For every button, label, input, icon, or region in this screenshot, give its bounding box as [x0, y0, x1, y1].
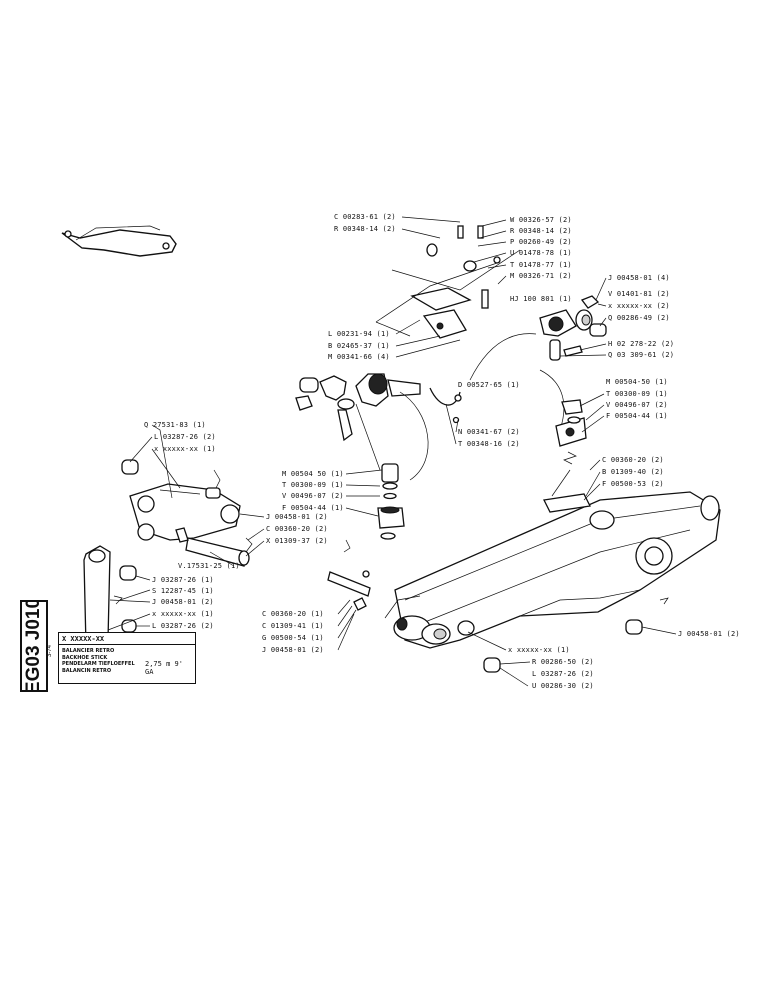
center-fitting-stack: [377, 463, 405, 540]
right-pivot-assembly: [469, 295, 607, 431]
part-label: L 00231-94 (1): [328, 330, 390, 338]
part-label: J 00458-01 (2): [152, 598, 214, 606]
part-label: T 00300-09 (1): [282, 481, 344, 489]
part-label: F 00500-53 (2): [602, 480, 664, 488]
part-label: HJ 100 801 (1): [510, 295, 572, 303]
part-label: R 00348-14 (2): [510, 227, 572, 235]
part-label: B 01309-40 (2): [602, 468, 664, 476]
part-label: J 03287-26 (1): [152, 576, 214, 584]
part-label: x xxxxx-xx (2): [608, 302, 670, 310]
part-label: V 00496-07 (2): [606, 401, 668, 409]
reference-number: X XXXXX-XX: [59, 633, 195, 645]
part-label: L 03287-26 (2): [154, 433, 216, 441]
part-label: G 00500-54 (1): [262, 634, 324, 642]
part-label: D 00527-65 (1): [458, 381, 520, 389]
title-block: X XXXXX-XX BALANCIER RETRO BACKHOE STICK…: [58, 632, 196, 684]
part-label: Q 03 309-61 (2): [608, 351, 674, 359]
part-name-fr: BALANCIER RETRO: [62, 648, 115, 654]
left-link-assembly: [121, 459, 253, 567]
part-label: R 00348-14 (2): [334, 225, 396, 233]
part-name-en: BACKHOE STICK: [62, 654, 108, 661]
part-label: J 00458-01 (2): [266, 513, 328, 521]
part-label: P 00260-49 (2): [510, 238, 572, 246]
part-label: N 00341-67 (2): [458, 428, 520, 436]
part-label: W 00326-57 (2): [510, 216, 572, 224]
overview-thumbnail: [61, 225, 177, 257]
part-label: Q 00286-49 (2): [608, 314, 670, 322]
part-label: Q 27531-83 (1): [144, 421, 206, 429]
part-label: S 12287-45 (1): [152, 587, 214, 595]
part-label: V 01401-81 (2): [608, 290, 670, 298]
stick-spec: 2,75 m 9' GA: [145, 660, 183, 676]
part-label: R 00286-50 (2): [532, 658, 594, 666]
part-label: C 00360-20 (2): [602, 456, 664, 464]
part-name-de: PENDELARM TIEFLOEFFEL: [62, 661, 135, 667]
document-code-box: EG03 J010: [20, 600, 48, 692]
part-label: C 00283-61 (2): [334, 213, 396, 221]
part-label: H 02 278-22 (2): [608, 340, 674, 348]
part-label: L 03287-26 (2): [152, 622, 214, 630]
part-label: J 00458-01 (2): [678, 630, 740, 638]
leader-lines: [107, 216, 677, 687]
part-label: T 00348-16 (2): [458, 440, 520, 448]
part-label: F 00504-44 (1): [282, 504, 344, 512]
part-label: x xxxxx-xx (1): [154, 445, 216, 453]
document-code: EG03 J010: [23, 600, 44, 692]
part-label: U 00286-30 (2): [532, 682, 594, 690]
part-label: F 00504-44 (1): [606, 412, 668, 420]
part-label: x xxxxx-xx (1): [508, 646, 570, 654]
part-label: x xxxxx-xx (1): [152, 610, 214, 618]
cylinder-pivot-assembly: [295, 373, 462, 481]
part-label: T 00300-09 (1): [606, 390, 668, 398]
part-label: C 00360-20 (2): [266, 525, 328, 533]
part-label: M 00341-66 (4): [328, 353, 390, 361]
part-label: M 00504 50 (1): [282, 470, 344, 478]
part-label: L 03287-26 (2): [532, 670, 594, 678]
part-label: M 00326-71 (2): [510, 272, 572, 280]
part-label: U 01478-78 (1): [510, 249, 572, 257]
part-names: BALANCIER RETRO BACKHOE STICK PENDELARM …: [62, 648, 135, 674]
part-label: X 01309-37 (2): [266, 537, 328, 545]
upper-bracket-assembly: [375, 225, 521, 339]
part-label: J 00458-01 (4): [608, 274, 670, 282]
document-date: 3-74: [47, 644, 54, 658]
part-label: V 00496-07 (2): [282, 492, 344, 500]
part-label: T 01478-77 (1): [510, 261, 572, 269]
lower-pins: [327, 539, 669, 673]
part-labels: C 00283-61 (2) R 00348-14 (2) W 00326-57…: [144, 213, 740, 690]
part-label: M 00504-50 (1): [606, 378, 668, 386]
backhoe-stick-body: [384, 491, 721, 649]
part-label: V.17531-25 (1): [178, 562, 240, 570]
grease-fitting-group: [543, 399, 591, 513]
part-label: B 02465-37 (1): [328, 342, 390, 350]
part-label: J 00458-01 (2): [262, 646, 324, 654]
part-name-es: BALANCIN RETRO: [62, 667, 112, 674]
part-label: C 00360-20 (1): [262, 610, 324, 618]
part-label: C 01309-41 (1): [262, 622, 324, 630]
